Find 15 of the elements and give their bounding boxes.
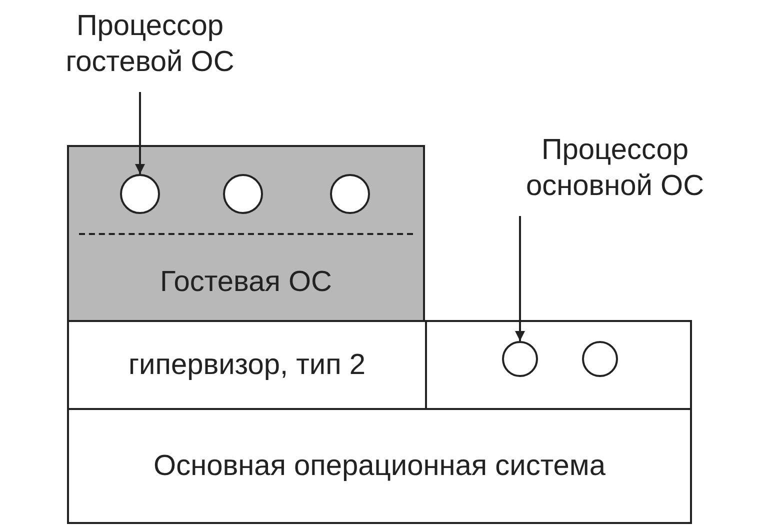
processor-circle xyxy=(223,174,263,214)
processor-circle xyxy=(330,174,370,214)
layer-label: гипервизор, тип 2 xyxy=(127,348,367,383)
processor-label: Процессор гостевой ОС xyxy=(30,8,270,88)
layer-label: Гостевая ОС xyxy=(160,264,332,300)
guest-os-box xyxy=(67,145,425,322)
host-processor-cell xyxy=(425,320,692,410)
layer-label: Основная операционная система xyxy=(152,448,606,484)
processor-circle xyxy=(582,341,618,377)
processor-circle xyxy=(502,341,538,377)
host-os-box xyxy=(67,408,692,524)
processor-circle xyxy=(120,174,160,214)
arrow xyxy=(135,92,145,174)
arrow xyxy=(515,216,525,341)
processor-label: Процессор основной ОС xyxy=(500,132,730,212)
